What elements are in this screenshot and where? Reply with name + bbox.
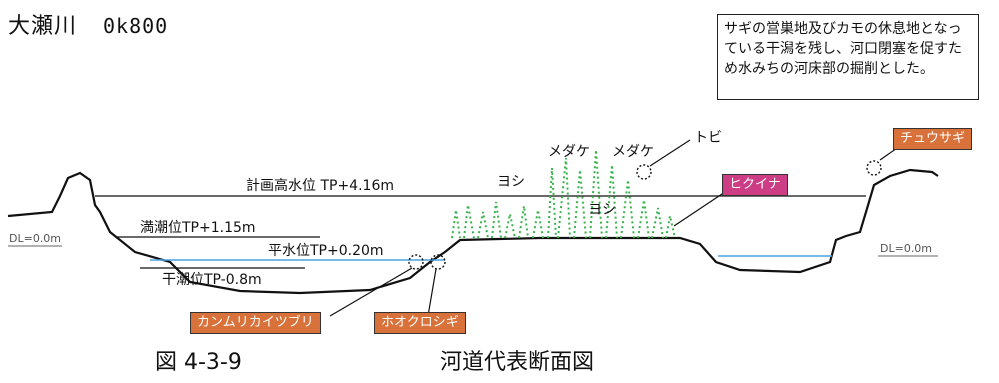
- hoshigoi-tag: ホオクロシギ: [374, 312, 466, 334]
- reed-label-2: ヨシ: [588, 202, 616, 218]
- kanmuri-marker: [408, 254, 424, 270]
- section-km: 0k800: [103, 14, 169, 38]
- hikuina-tag: ヒクイナ: [722, 174, 788, 196]
- reed-vegetation: [451, 149, 676, 239]
- figure-number: 図 4-3-9: [155, 350, 242, 375]
- hwl-label: 計画高水位 TP+4.16m: [246, 177, 394, 194]
- tobi-label: トビ: [694, 130, 722, 146]
- chuusagi-tag: チュウサギ: [893, 128, 973, 150]
- datum-right: DL=0.0m: [880, 242, 932, 255]
- datum-left: DL=0.0m: [9, 232, 61, 245]
- design-note-box: サギの営巣地及びカモの休息地となっている干潟を残し、河口閉塞を促すため水みちの河…: [717, 14, 979, 100]
- low-tide-label: 干潮位TP-0.8m: [162, 272, 262, 288]
- hoshigoi-marker: [430, 254, 446, 270]
- tobi-marker: [636, 164, 652, 180]
- river-name: 大瀬川: [8, 14, 78, 39]
- kanmuri-tag: カンムリカイツブリ: [190, 312, 321, 334]
- high-tide-label: 満潮位TP+1.15m: [140, 220, 256, 236]
- normal-water-label: 平水位TP+0.20m: [268, 243, 384, 259]
- diagram-title: 大瀬川 0k800: [8, 8, 168, 40]
- chuusagi-marker: [866, 160, 882, 176]
- figure-caption: 河道代表断面図: [440, 350, 595, 375]
- bamboo-label-1: メダケ: [548, 144, 590, 160]
- bamboo-label-2: メダケ: [612, 144, 654, 160]
- reed-label-1: ヨシ: [497, 174, 525, 190]
- riverbed-profile: [7, 168, 939, 295]
